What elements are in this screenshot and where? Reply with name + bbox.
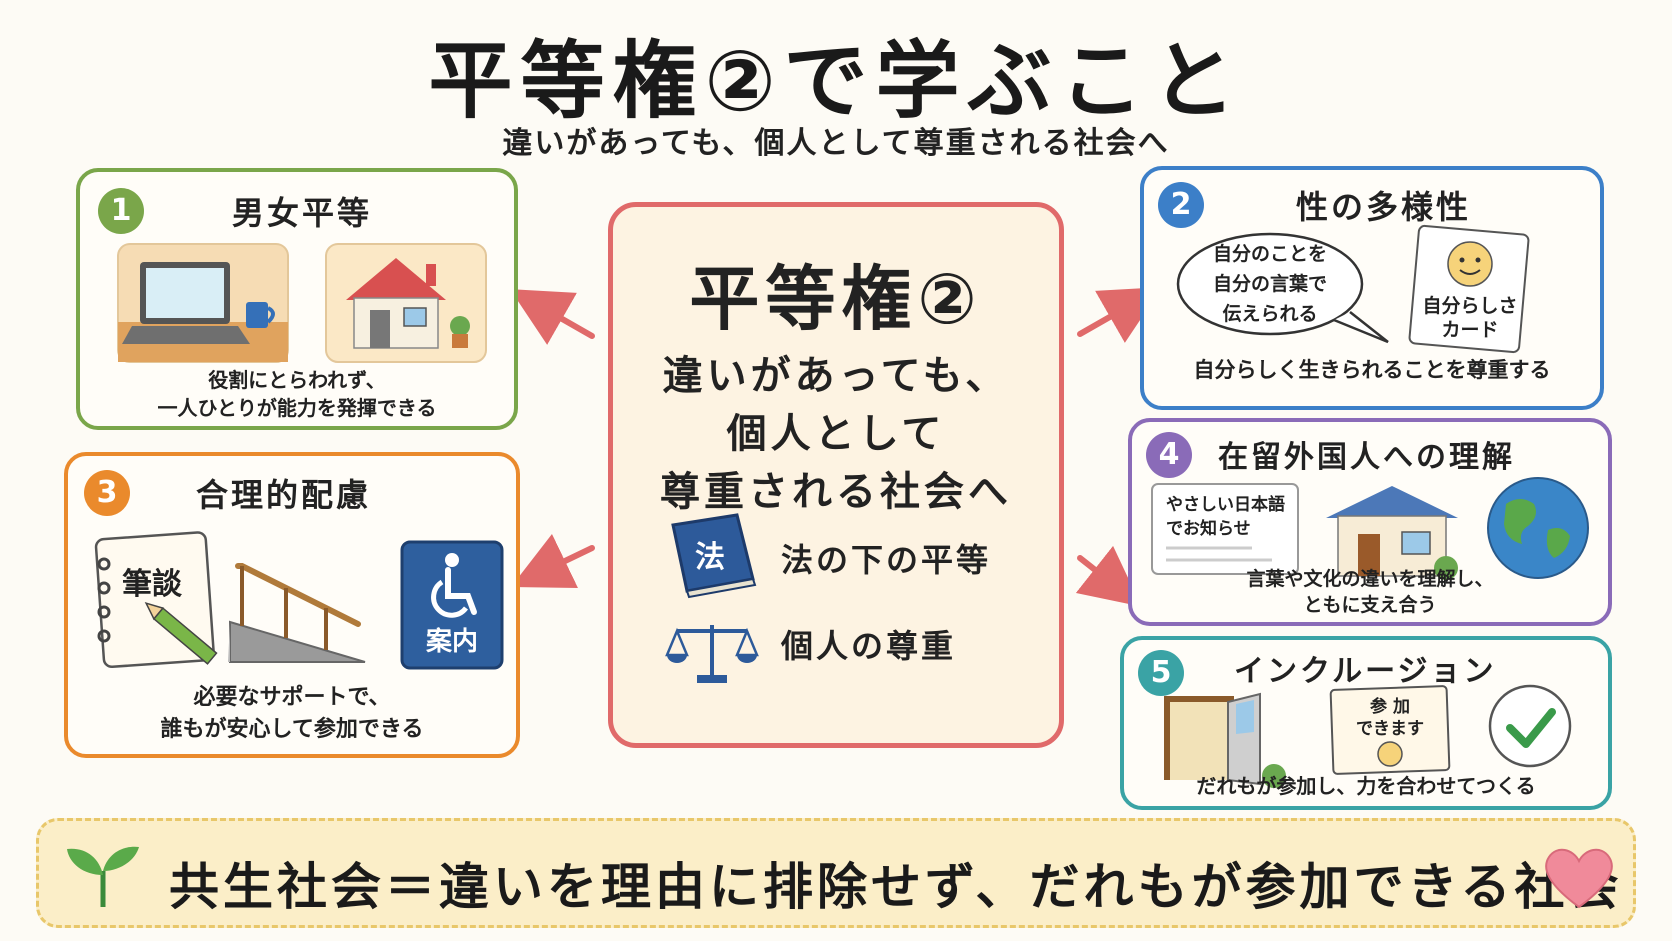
card-number: 4 (1146, 432, 1192, 478)
card-desc-line: 役割にとらわれず、 (208, 368, 386, 392)
center-card: 平等権② 違いがあっても、 個人として 尊重される社会へ 法 法の下の平等 個人… (608, 202, 1064, 748)
card-title: 性の多様性 (1296, 188, 1472, 226)
speech-bubble: 自分のことを 自分の言葉で 伝えられる (1176, 232, 1389, 344)
arrow-to-card-2 (1077, 287, 1163, 343)
card-desc-line: 必要なサポートで、 (193, 685, 391, 710)
bottom-banner: 共生社会＝違いを理由に排除せず、だれもが参加できる社会 (36, 818, 1636, 928)
card-desc-line: 言葉や文化の違いを理解し、 (1246, 568, 1494, 590)
card-title: インクルージョン (1234, 654, 1497, 689)
globe-icon (1487, 477, 1589, 579)
house-illustration (1326, 486, 1458, 580)
sign-line: できます (1356, 719, 1424, 739)
ramp-illustration (228, 563, 366, 663)
arrow-to-card-4 (1075, 545, 1142, 607)
notebook-text: 筆談 (122, 567, 183, 602)
page-title: 平等権②で学ぶこと (428, 32, 1244, 130)
card-number: 5 (1138, 650, 1184, 696)
smiley-icon (1377, 741, 1403, 767)
self-card-illustration: 自分らしさ カード (1408, 224, 1530, 354)
heart-icon (1545, 848, 1613, 909)
card-desc-line: ともに支え合う (1303, 594, 1437, 616)
center-line: 尊重される社会へ (660, 469, 1012, 515)
center-item-respect: 個人の尊重 (781, 627, 957, 665)
card-reasonable-accommodation: 3 合理的配慮 筆談 案内 必要なサポートで、 誰もが安心して参加できる (64, 452, 520, 758)
page-subtitle: 違いがあっても、個人として尊重される社会へ (502, 126, 1170, 161)
bubble-line: 伝えられる (1222, 303, 1317, 325)
bubble-line: 自分の言葉で (1213, 272, 1327, 295)
bubble-line: 自分のことを (1213, 242, 1327, 265)
center-title: 平等権② (689, 258, 983, 340)
center-line: 個人として (726, 411, 946, 457)
card-desc: 必要なサポートで、 誰もが安心して参加できる (68, 682, 516, 746)
card-inclusion: 5 インクルージョン 参 加 できます だれもが参加し、力を合わせてつくる (1120, 636, 1612, 810)
scales-icon (665, 625, 759, 683)
sign-line: 参 加 (1370, 696, 1410, 717)
arrow-to-card-1 (509, 289, 595, 345)
sign-text: 案内 (425, 626, 478, 657)
card-title: 在留外国人への理解 (1218, 440, 1515, 475)
card-desc-line: 誰もが安心して参加できる (160, 717, 424, 742)
card-title: 男女平等 (232, 194, 373, 232)
arrow-to-card-3 (510, 533, 595, 589)
center-line: 違いがあっても、 (662, 353, 1010, 399)
wheelchair-icon (445, 553, 459, 567)
card-foreign-residents: 4 在留外国人への理解 やさしい日本語 でお知らせ 言葉や文化の違いを理解し、 … (1128, 418, 1612, 626)
card-desc: 役割にとらわれず、 一人ひとりが能力を発揮できる (80, 366, 514, 422)
card-gender-equality: 1 男女平等 役割にとらわれず、 一人ひとりが能力を発揮できる (76, 168, 518, 430)
card-desc-line: 一人ひとりが能力を発揮できる (157, 396, 437, 420)
card-label-line: カード (1441, 319, 1498, 341)
law-badge-text: 法 (695, 540, 725, 575)
law-book-icon: 法 (671, 513, 757, 599)
notice-line: やさしい日本語 (1166, 494, 1285, 515)
accessibility-sign-illustration: 案内 (400, 540, 504, 670)
card-number: 1 (98, 188, 144, 234)
house-illustration (325, 243, 487, 363)
card-desc: 自分らしく生きられることを尊重する (1193, 358, 1551, 382)
notebook-pencil-illustration: 筆談 (94, 531, 218, 669)
sprout-icon (67, 846, 139, 907)
card-title: 合理的配慮 (196, 476, 372, 514)
smiley-icon (1447, 241, 1493, 287)
card-gender-diversity: 2 性の多様性 自分のことを 自分の言葉で 伝えられる 自分らしさ カード 自分… (1140, 166, 1604, 410)
open-door-illustration (1164, 692, 1286, 788)
card-number: 2 (1158, 182, 1204, 228)
laptop-illustration (117, 243, 289, 363)
bottom-text: 共生社会＝違いを理由に排除せず、だれもが参加できる社会 (169, 858, 1623, 916)
card-desc: 言葉や文化の違いを理解し、 ともに支え合う (1132, 566, 1608, 618)
notice-line: でお知らせ (1166, 518, 1251, 539)
card-number: 3 (84, 470, 130, 516)
checkmark-icon (1488, 684, 1572, 768)
notice-paper-illustration: やさしい日本語 でお知らせ (1151, 483, 1299, 575)
center-item-law: 法の下の平等 (781, 541, 992, 579)
card-label-line: 自分らしさ (1422, 294, 1517, 317)
card-desc: だれもが参加し、力を合わせてつくる (1196, 774, 1536, 798)
participation-sign-illustration: 参 加 できます (1329, 685, 1451, 775)
